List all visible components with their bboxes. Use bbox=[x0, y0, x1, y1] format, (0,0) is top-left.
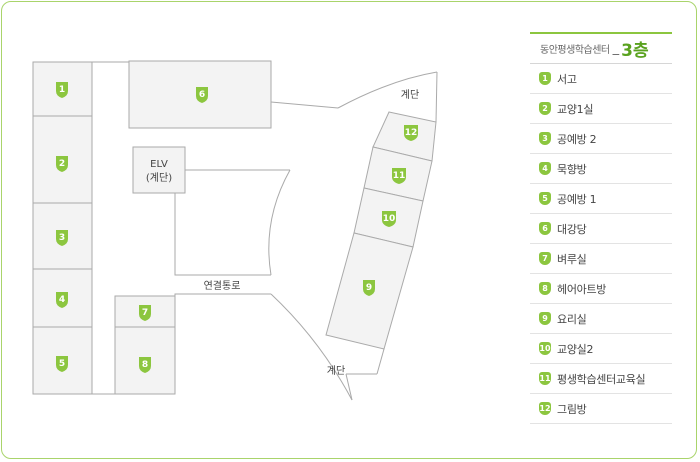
svg-text:4: 4 bbox=[59, 295, 65, 305]
legend-separator: _ bbox=[612, 41, 620, 56]
legend-badge: 2 bbox=[539, 102, 551, 115]
svg-text:12: 12 bbox=[405, 128, 418, 138]
legend-title: 동안평생학습센터 bbox=[540, 45, 610, 56]
svg-text:7: 7 bbox=[142, 308, 148, 318]
legend-badge: 4 bbox=[539, 162, 551, 175]
room-badge-5: 5 bbox=[56, 356, 68, 372]
room-badge-6: 6 bbox=[196, 87, 208, 103]
legend-header: 동안평생학습센터 _ 3층 bbox=[530, 32, 672, 64]
svg-text:10: 10 bbox=[383, 214, 396, 224]
room-badge-3: 3 bbox=[56, 230, 68, 246]
legend-item-7[interactable]: 7 벼루실 bbox=[530, 244, 672, 274]
room-badge-2: 2 bbox=[56, 156, 68, 172]
legend-item-label: 교양실2 bbox=[557, 342, 594, 356]
legend-badge: 9 bbox=[539, 312, 551, 325]
legend-item-5[interactable]: 5 공예방 1 bbox=[530, 184, 672, 214]
room-badge-11: 11 bbox=[392, 168, 406, 184]
elevator[interactable] bbox=[132, 146, 186, 194]
legend-badge: 12 bbox=[539, 402, 551, 415]
legend-item-label: 요리실 bbox=[557, 312, 587, 326]
elv-sub-label: (계단) bbox=[146, 172, 172, 184]
legend-badge: 1 bbox=[539, 72, 551, 85]
svg-text:9: 9 bbox=[366, 283, 372, 293]
svg-text:6: 6 bbox=[199, 90, 205, 100]
legend-badge: 11 bbox=[539, 372, 551, 385]
legend-item-4[interactable]: 4 묵향방 bbox=[530, 154, 672, 184]
legend-badge: 5 bbox=[539, 192, 551, 205]
legend-item-label: 그림방 bbox=[557, 402, 587, 416]
legend-item-label: 헤어아트방 bbox=[557, 282, 607, 296]
legend-item-label: 평생학습센터교육실 bbox=[557, 372, 646, 386]
room-badge-4: 4 bbox=[56, 292, 68, 308]
legend-item-12[interactable]: 12 그림방 bbox=[530, 394, 672, 424]
legend-item-6[interactable]: 6 대강당 bbox=[530, 214, 672, 244]
legend-item-1[interactable]: 1 서고 bbox=[530, 64, 672, 94]
svg-text:11: 11 bbox=[393, 171, 406, 181]
svg-text:3: 3 bbox=[59, 233, 65, 243]
legend-item-label: 서고 bbox=[557, 72, 577, 86]
room-legend: 동안평생학습센터 _ 3층 1 서고 2 교양1실 3 공예방 2 4 묵향방 … bbox=[530, 32, 672, 424]
room-badge-1: 1 bbox=[56, 82, 68, 98]
legend-badge: 10 bbox=[539, 342, 551, 355]
room-badge-12: 12 bbox=[404, 125, 418, 141]
stairs-bottom-label: 계단 bbox=[327, 365, 345, 377]
svg-text:2: 2 bbox=[59, 159, 65, 169]
svg-text:8: 8 bbox=[142, 360, 148, 370]
room-badge-10: 10 bbox=[382, 211, 396, 227]
legend-item-label: 대강당 bbox=[557, 222, 587, 236]
svg-text:1: 1 bbox=[59, 85, 65, 95]
room-badges: 1 2 3 4 5 6 7 8 bbox=[56, 82, 418, 373]
legend-item-label: 공예방 2 bbox=[557, 132, 597, 146]
stairs-top-label: 계단 bbox=[401, 89, 419, 101]
legend-floor: 3층 bbox=[621, 41, 649, 61]
legend-badge: 6 bbox=[539, 222, 551, 235]
room-badge-9: 9 bbox=[363, 280, 375, 296]
svg-text:5: 5 bbox=[59, 359, 65, 369]
legend-badge: 8 bbox=[539, 282, 551, 295]
legend-item-3[interactable]: 3 공예방 2 bbox=[530, 124, 672, 154]
legend-item-label: 벼루실 bbox=[557, 252, 587, 266]
legend-item-8[interactable]: 8 헤어아트방 bbox=[530, 274, 672, 304]
legend-item-9[interactable]: 9 요리실 bbox=[530, 304, 672, 334]
legend-item-11[interactable]: 11 평생학습센터교육실 bbox=[530, 364, 672, 394]
legend-item-label: 교양1실 bbox=[557, 102, 594, 116]
room-badge-8: 8 bbox=[139, 357, 151, 373]
legend-item-label: 공예방 1 bbox=[557, 192, 597, 206]
legend-item-2[interactable]: 2 교양1실 bbox=[530, 94, 672, 124]
legend-badge: 7 bbox=[539, 252, 551, 265]
corridor-label: 연결통로 bbox=[204, 280, 241, 292]
legend-item-label: 묵향방 bbox=[557, 162, 587, 176]
room-badge-7: 7 bbox=[139, 305, 151, 321]
legend-item-10[interactable]: 10 교양실2 bbox=[530, 334, 672, 364]
elv-label: ELV bbox=[150, 159, 168, 170]
legend-badge: 3 bbox=[539, 132, 551, 145]
